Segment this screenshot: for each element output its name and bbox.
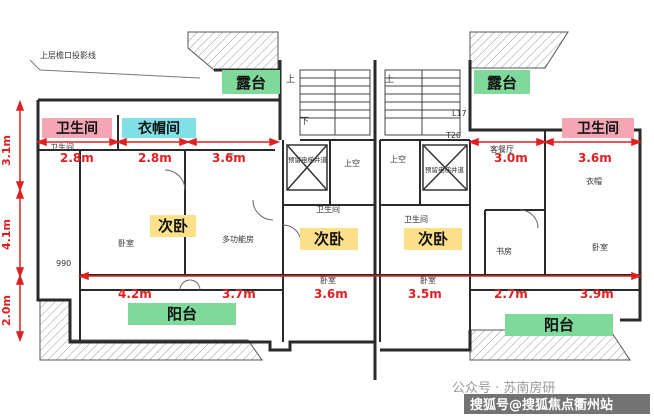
eave-line-2 — [39, 69, 201, 79]
text-cloak-small-right: 衣帽 — [586, 176, 602, 186]
tag-terrace-right-bg — [474, 70, 530, 94]
tag-second-bed-left-bg — [150, 215, 196, 237]
watermark: 公众号 · 苏南房研 搜狐号@搜狐焦点衢州站 — [452, 380, 650, 414]
dim-top-2: 2.8m — [138, 151, 172, 165]
text-up-left: 上 — [286, 74, 295, 85]
dim-top-4: 3.0m — [494, 151, 528, 165]
tag-bath-right-bg — [562, 118, 634, 138]
dim-top-5: 3.6m — [578, 151, 612, 165]
label-second-bed-mid-left: 次卧 — [314, 230, 344, 248]
dim-bottom-5: 2.7m — [494, 287, 528, 301]
text-living-left: 厅 — [226, 153, 234, 162]
label-terrace-right: 露台 — [487, 74, 517, 92]
elevator-shafts — [286, 144, 468, 191]
dimension-texts-vertical: 3.1m 4.1m 2.0m — [0, 135, 13, 326]
text-corridor-left: 卧室 — [320, 275, 336, 285]
text-up-right: 上 — [385, 74, 394, 85]
text-void-right: 上空 — [390, 154, 406, 164]
outer-walls — [36, 60, 642, 380]
label-bath-right: 卫生间 — [577, 120, 619, 137]
eave-top-right — [469, 31, 569, 69]
label-cloak-left: 衣帽间 — [138, 120, 180, 137]
text-990: 990 — [56, 259, 71, 268]
tag-bath-left-bg — [42, 118, 112, 138]
tag-terrace-left-bg — [222, 70, 280, 94]
label-balcony-right: 阳台 — [544, 316, 574, 334]
dim-bottom-3: 3.6m — [314, 287, 348, 301]
stairs-left — [299, 69, 371, 136]
stairs-right — [384, 69, 461, 136]
tag-balcony-right-bg — [505, 314, 613, 336]
text-bedroom-left: 卧室 — [118, 238, 134, 248]
dim-vertical-1: 3.1m — [0, 135, 13, 166]
tag-balcony-left-bg — [128, 303, 236, 325]
label-second-bed-left: 次卧 — [158, 217, 188, 235]
dim-vertical-2: 4.1m — [0, 219, 13, 250]
text-down-left: 下 — [300, 117, 309, 127]
label-bath-left: 卫生间 — [56, 120, 98, 137]
text-l17: L17 — [452, 109, 467, 118]
dim-bottom-2: 3.7m — [222, 287, 256, 301]
watermark-line2: 搜狐号@搜狐焦点衢州站 — [470, 397, 613, 413]
dimension-lines — [15, 99, 643, 343]
eave-line — [29, 59, 41, 71]
header-note: 上层檐口投影线 — [40, 50, 96, 60]
tag-cloak-left-bg — [122, 118, 196, 138]
text-bath-small-left: 卫生间 — [50, 142, 74, 152]
text-bath-mid-right: 卫生间 — [404, 214, 428, 224]
text-shaft-left: 预留电梯井道 — [288, 155, 328, 164]
room-tags: 露台 露台 卫生间 衣帽间 卫生间 次卧 次卧 次卧 阳台 阳台 — [42, 70, 634, 336]
dim-bottom-1: 4.2m — [118, 287, 152, 301]
text-shaft-right: 预留电梯井道 — [425, 165, 465, 174]
label-balcony-left: 阳台 — [167, 305, 197, 323]
watermark-line1: 公众号 · 苏南房研 — [452, 380, 555, 396]
text-t20: T20 — [445, 131, 461, 140]
dim-top-1: 2.8m — [60, 151, 94, 165]
dim-top-3: 3.6m — [212, 151, 246, 165]
tag-second-bed-mid-left-bg — [300, 228, 358, 250]
dim-bottom-6: 3.9m — [580, 287, 614, 301]
text-corridor-right: 卧室 — [420, 275, 436, 285]
text-bath-mid-left: 卫生间 — [316, 204, 340, 214]
text-bedroom-right: 卧室 — [592, 242, 608, 252]
room-text: 上层檐口投影线 卫生间 厅 客餐厅 卧室 多功能房 卫生间 卫生间 预留电梯井道… — [40, 50, 608, 285]
text-living-right: 客餐厅 — [490, 144, 514, 154]
interior-walls — [38, 115, 640, 350]
dim-vertical-3: 2.0m — [0, 295, 13, 326]
tag-second-bed-mid-right-bg — [404, 228, 462, 250]
eave-top-left — [187, 31, 279, 71]
dim-bottom-4: 3.5m — [408, 287, 442, 301]
dimension-texts: 2.8m 2.8m 3.6m 3.0m 3.6m 4.2m 3.7m 3.6m … — [60, 151, 614, 301]
text-study: 书房 — [496, 246, 512, 256]
text-multi: 多功能房 — [222, 234, 254, 244]
label-second-bed-mid-right: 次卧 — [418, 230, 448, 248]
text-void-left: 上空 — [344, 158, 360, 168]
label-terrace-left: 露台 — [236, 74, 266, 92]
watermark-bg — [464, 394, 650, 414]
